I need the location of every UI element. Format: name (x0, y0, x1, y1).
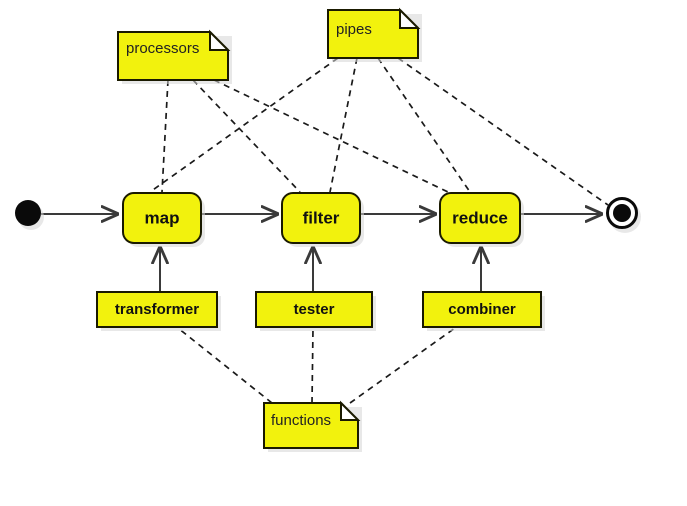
dependency-pipes-filter (329, 57, 358, 193)
activity-filter-label: filter (303, 208, 340, 227)
final-node-dot (613, 204, 631, 222)
note-processors[interactable]: processors (117, 29, 232, 84)
component-combiner-label: combiner (448, 301, 516, 318)
note-processors-fold (209, 29, 231, 51)
dependency-pipes-final (397, 57, 609, 206)
component-combiner[interactable]: combiner (422, 291, 545, 331)
note-pipes[interactable]: pipes (327, 7, 422, 62)
dependency-processors-reduce (213, 79, 449, 193)
component-transformer-label: transformer (115, 301, 199, 318)
note-functions[interactable]: functions (263, 400, 362, 452)
note-pipes-shape (327, 9, 419, 59)
final-node[interactable] (606, 197, 641, 233)
component-combiner-shape (422, 291, 542, 328)
activity-filter-shape (281, 192, 361, 244)
component-tester-label: tester (294, 301, 335, 318)
activity-map-label: map (145, 208, 180, 227)
component-tester[interactable]: tester (255, 291, 376, 331)
note-functions-fold (340, 400, 361, 421)
component-transformer-shape (96, 291, 218, 328)
note-functions-shape (263, 402, 359, 449)
activity-reduce[interactable]: reduce (439, 192, 524, 247)
component-transformer[interactable]: transformer (96, 291, 221, 331)
note-pipes-fold (399, 7, 421, 29)
initial-node[interactable] (15, 200, 44, 230)
dependency-functions-tester (311, 327, 314, 404)
control-flow-arrows (41, 214, 602, 292)
note-functions-label: functions (271, 412, 331, 429)
final-node-ring (606, 197, 638, 229)
component-tester-shape (255, 291, 373, 328)
activity-reduce-label: reduce (452, 208, 508, 227)
note-processors-shape (117, 31, 229, 81)
note-processors-label: processors (126, 40, 199, 57)
dependency-processors-filter (192, 79, 301, 193)
dependency-functions-transformer (177, 327, 273, 404)
dependency-lines (149, 57, 609, 404)
activity-filter[interactable]: filter (281, 192, 364, 247)
activity-map-shape (122, 192, 202, 244)
dependency-pipes-reduce (377, 57, 471, 193)
dependency-pipes-map (149, 57, 339, 193)
note-pipes-label: pipes (336, 21, 372, 38)
activity-map[interactable]: map (122, 192, 205, 247)
dependency-processors-map (161, 79, 169, 193)
initial-node-dot (15, 200, 41, 226)
dependency-functions-combiner (349, 327, 456, 404)
activity-reduce-shape (439, 192, 521, 244)
